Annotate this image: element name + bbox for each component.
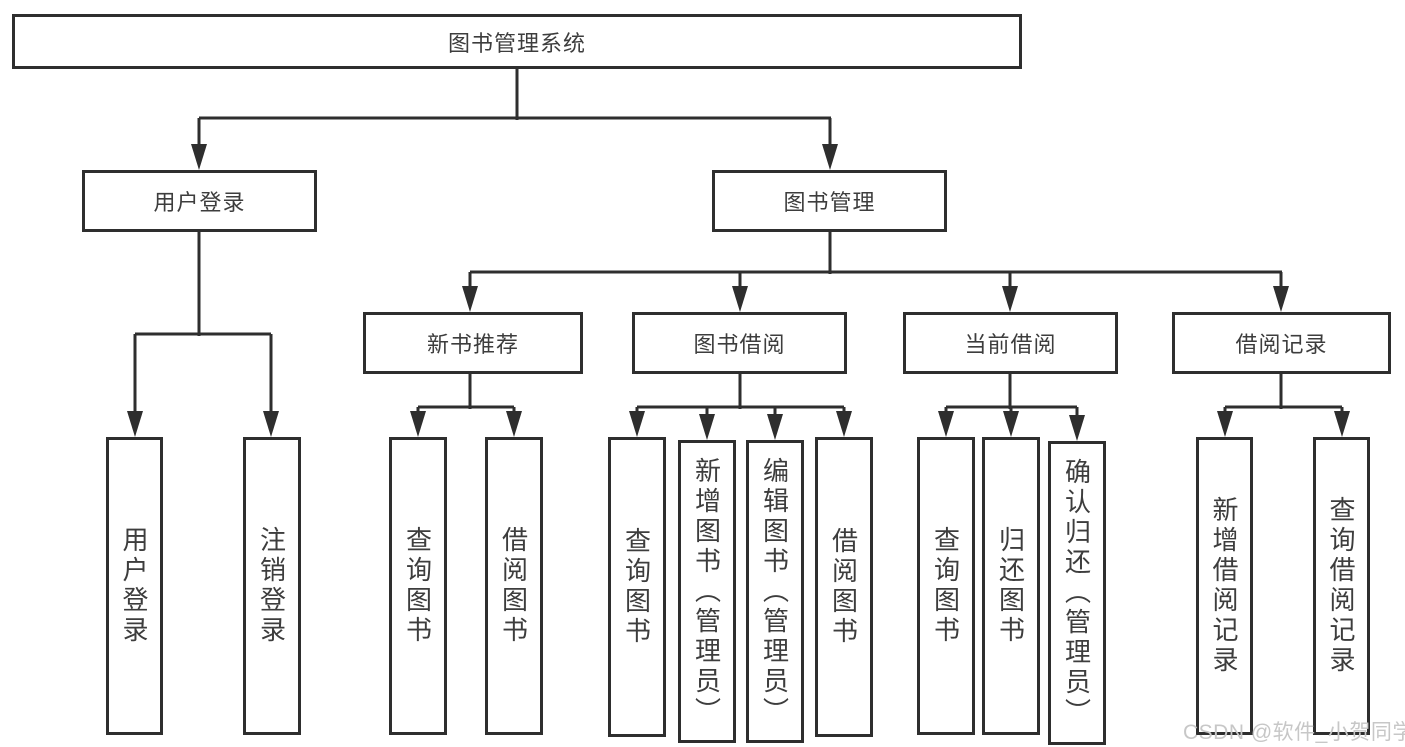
leaf-query-books-borrowing-label: 查询图书 bbox=[621, 527, 652, 647]
leaf-edit-book-admin: 编辑图书（管理员） bbox=[746, 440, 804, 743]
csdn-watermark: CSDN @软件_小贺同学 bbox=[1183, 721, 1405, 744]
node-new-book-recommend-label: 新书推荐 bbox=[426, 332, 519, 357]
node-borrowing-records: 借阅记录 bbox=[1172, 312, 1391, 374]
leaf-logout-label: 注销登录 bbox=[256, 526, 287, 646]
leaf-user-login: 用户登录 bbox=[106, 437, 163, 735]
leaf-borrow-books-borrowing: 借阅图书 bbox=[815, 437, 873, 737]
leaf-borrow-books-borrowing-label: 借阅图书 bbox=[828, 527, 859, 647]
leaf-return-books-label: 归还图书 bbox=[995, 526, 1026, 646]
leaf-logout: 注销登录 bbox=[243, 437, 301, 735]
node-new-book-recommend: 新书推荐 bbox=[363, 312, 583, 374]
node-user-login-label: 用户登录 bbox=[153, 190, 246, 215]
leaf-confirm-return-admin-label: 确认归还（管理员） bbox=[1061, 458, 1092, 728]
leaf-borrow-books-recommend: 借阅图书 bbox=[485, 437, 543, 735]
node-book-borrowing-label: 图书借阅 bbox=[693, 332, 786, 357]
leaf-query-books-current-label: 查询图书 bbox=[930, 526, 961, 646]
node-root-label: 图书管理系统 bbox=[447, 30, 586, 56]
node-root: 图书管理系统 bbox=[12, 14, 1022, 69]
leaf-add-book-admin-label: 新增图书（管理员） bbox=[691, 456, 722, 727]
node-user-login: 用户登录 bbox=[82, 170, 317, 232]
leaf-add-book-admin: 新增图书（管理员） bbox=[678, 440, 736, 743]
leaf-user-login-label: 用户登录 bbox=[119, 526, 149, 646]
leaf-query-borrow-record-label: 查询借阅记录 bbox=[1326, 496, 1356, 676]
leaf-confirm-return-admin: 确认归还（管理员） bbox=[1048, 441, 1106, 745]
leaf-query-books-borrowing: 查询图书 bbox=[608, 437, 666, 737]
leaf-borrow-books-recommend-label: 借阅图书 bbox=[498, 526, 529, 646]
node-book-management-label: 图书管理 bbox=[783, 190, 876, 215]
leaf-query-books-recommend-label: 查询图书 bbox=[402, 526, 433, 646]
node-current-borrowing-label: 当前借阅 bbox=[964, 332, 1057, 357]
node-book-borrowing: 图书借阅 bbox=[632, 312, 847, 374]
node-book-management: 图书管理 bbox=[712, 170, 947, 232]
leaf-query-books-current: 查询图书 bbox=[917, 437, 975, 735]
leaf-add-borrow-record-label: 新增借阅记录 bbox=[1209, 496, 1239, 676]
leaf-query-borrow-record: 查询借阅记录 bbox=[1313, 437, 1370, 735]
leaf-add-borrow-record: 新增借阅记录 bbox=[1196, 437, 1253, 735]
node-borrowing-records-label: 借阅记录 bbox=[1235, 332, 1328, 357]
leaf-edit-book-admin-label: 编辑图书（管理员） bbox=[759, 456, 790, 727]
leaf-return-books: 归还图书 bbox=[982, 437, 1040, 735]
node-current-borrowing: 当前借阅 bbox=[903, 312, 1118, 374]
leaf-query-books-recommend: 查询图书 bbox=[389, 437, 447, 735]
